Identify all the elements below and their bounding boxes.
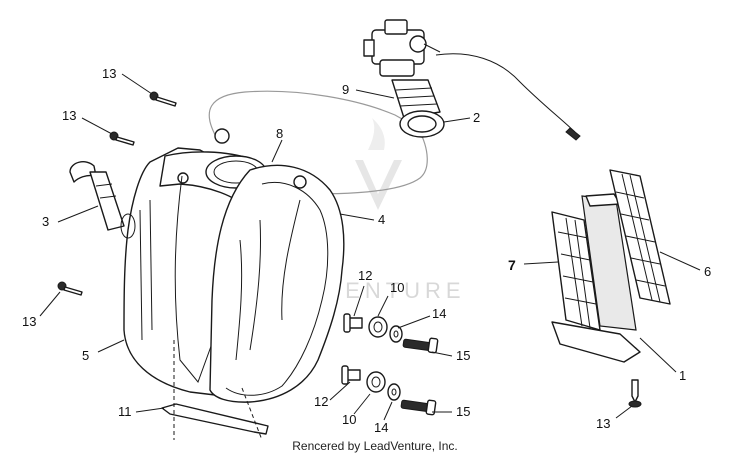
callout-12-lower: 12 (314, 394, 328, 409)
callout-13-left: 13 (22, 314, 36, 329)
callout-13-top: 13 (102, 66, 116, 81)
callout-4: 4 (378, 212, 385, 227)
callout-1: 1 (679, 368, 686, 383)
callout-12-upper: 12 (358, 268, 372, 283)
screw-13-right (628, 379, 642, 408)
upper-hardware (343, 313, 439, 354)
screw-13-top (149, 91, 177, 107)
throttle-cable (435, 53, 576, 133)
lower-hardware (341, 365, 437, 416)
screw-13-left (57, 281, 83, 296)
base-gasket (161, 403, 269, 435)
callout-labels: 13 13 9 2 8 3 4 12 10 14 15 13 5 12 10 1… (22, 66, 711, 435)
guide-line-cover (241, 387, 263, 441)
airbox-cover (209, 164, 345, 403)
callout-6: 6 (704, 264, 711, 279)
callout-9: 9 (342, 82, 349, 97)
breather-tube (69, 161, 125, 231)
callout-13-right: 13 (596, 416, 610, 431)
screw-13-mid (109, 131, 135, 146)
throttle-cable-end (565, 127, 581, 141)
callout-8: 8 (276, 126, 283, 141)
callout-15-upper: 15 (456, 348, 470, 363)
callout-14-lower: 14 (374, 420, 388, 435)
callout-15-lower: 15 (456, 404, 470, 419)
intake-boot (391, 79, 441, 119)
callout-5: 5 (82, 348, 89, 363)
carburetor (363, 19, 441, 77)
render-credit: Rencered by LeadVenture, Inc. (292, 439, 458, 453)
callout-11: 11 (118, 404, 132, 419)
filter-cage-rear (609, 169, 671, 305)
rubber-ring (399, 110, 445, 138)
callout-14-upper: 14 (432, 306, 446, 321)
callout-2: 2 (473, 110, 480, 125)
leader-lines (39, 73, 701, 421)
callout-7: 7 (508, 257, 516, 273)
callout-10-lower: 10 (342, 412, 356, 427)
callout-3: 3 (42, 214, 49, 229)
filter-element (551, 193, 641, 363)
callout-13-mid: 13 (62, 108, 76, 123)
callout-10-upper: 10 (390, 280, 404, 295)
